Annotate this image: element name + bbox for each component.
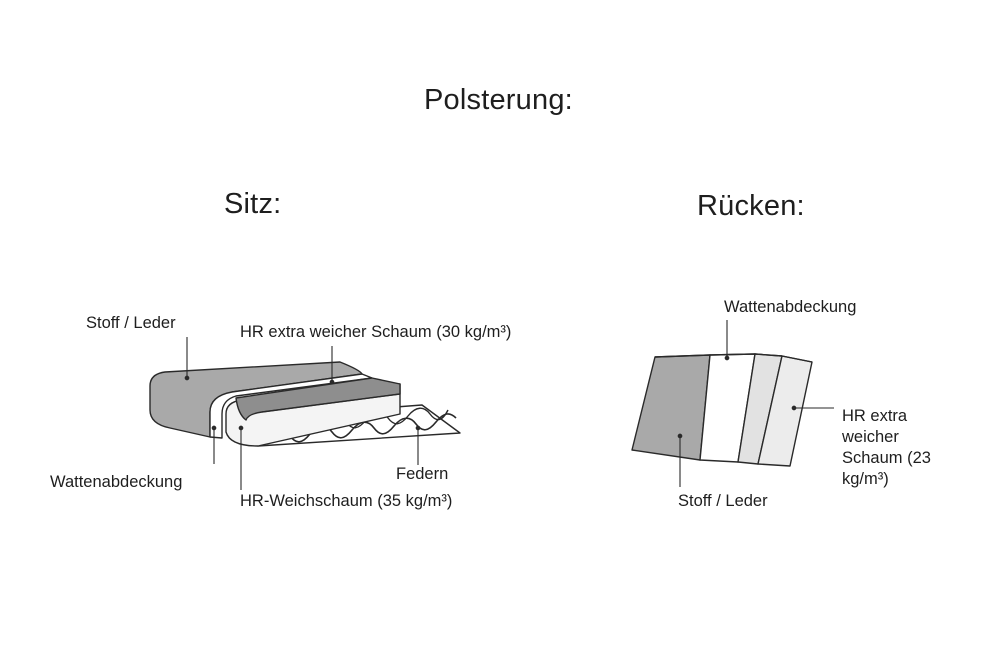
back-fabric-layer xyxy=(631,354,711,461)
seat-wadding-layer xyxy=(209,373,373,439)
back-label-fabric: Stoff / Leder xyxy=(678,492,768,510)
seat-label-wadding: Wattenabdeckung xyxy=(50,473,183,491)
seat-label-soft-foam: HR-Weichschaum (35 kg/m³) xyxy=(240,492,453,510)
back-label-extra-soft-foam: HR extra weicher Schaum (23 kg/m³) xyxy=(842,407,931,488)
back-title: Rücken: xyxy=(697,190,805,222)
diagram-title: Polsterung: xyxy=(424,84,573,116)
seat-label-extra-soft-foam: HR extra weicher Schaum (30 kg/m³) xyxy=(240,323,512,341)
back-label-wadding: Wattenabdeckung xyxy=(724,298,857,316)
seat-title: Sitz: xyxy=(224,188,282,220)
seat-label-fabric: Stoff / Leder xyxy=(86,314,176,332)
seat-label-springs: Federn xyxy=(396,465,449,483)
